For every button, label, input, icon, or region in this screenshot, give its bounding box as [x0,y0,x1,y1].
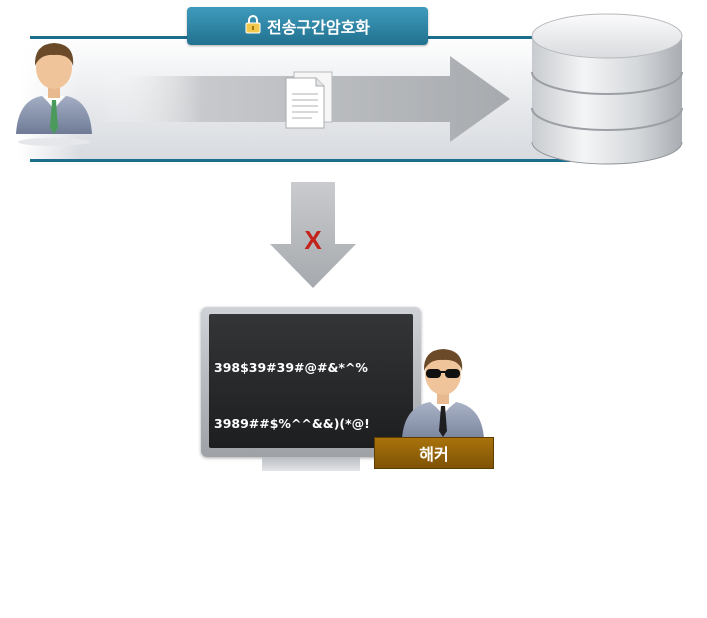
encryption-label: 전송구간암호화 [187,7,428,45]
hacker-icon [402,349,484,439]
intercepted-line: 398$39#39#@#&*^% [214,360,368,375]
intercepted-line: 9#39#@#*?~!@3989# [214,526,372,542]
user-icon [16,43,92,146]
lock-icon [245,14,261,38]
intercepted-line: #$%^^&&)(*@! [214,582,325,597]
band-bottom-line [30,159,570,162]
blocked-mark: X [304,225,322,255]
document-icon [285,71,333,129]
monitor-screen [209,314,413,448]
encryption-label-text: 전송구간암호화 [266,18,371,37]
intercepted-line: 3989##$%^^&&)(*@! [214,415,370,431]
hacker-label: 해커 [374,437,494,469]
monitor-stand [262,457,360,471]
database-icon [531,13,683,165]
interception-arrow [270,182,356,288]
intercepted-line: @#$%%%%%398$3 [214,471,352,486]
intercepted-text: 398$39#39#@#&*^% 3989##$%^^&&)(*@! @#$%%… [214,322,410,618]
